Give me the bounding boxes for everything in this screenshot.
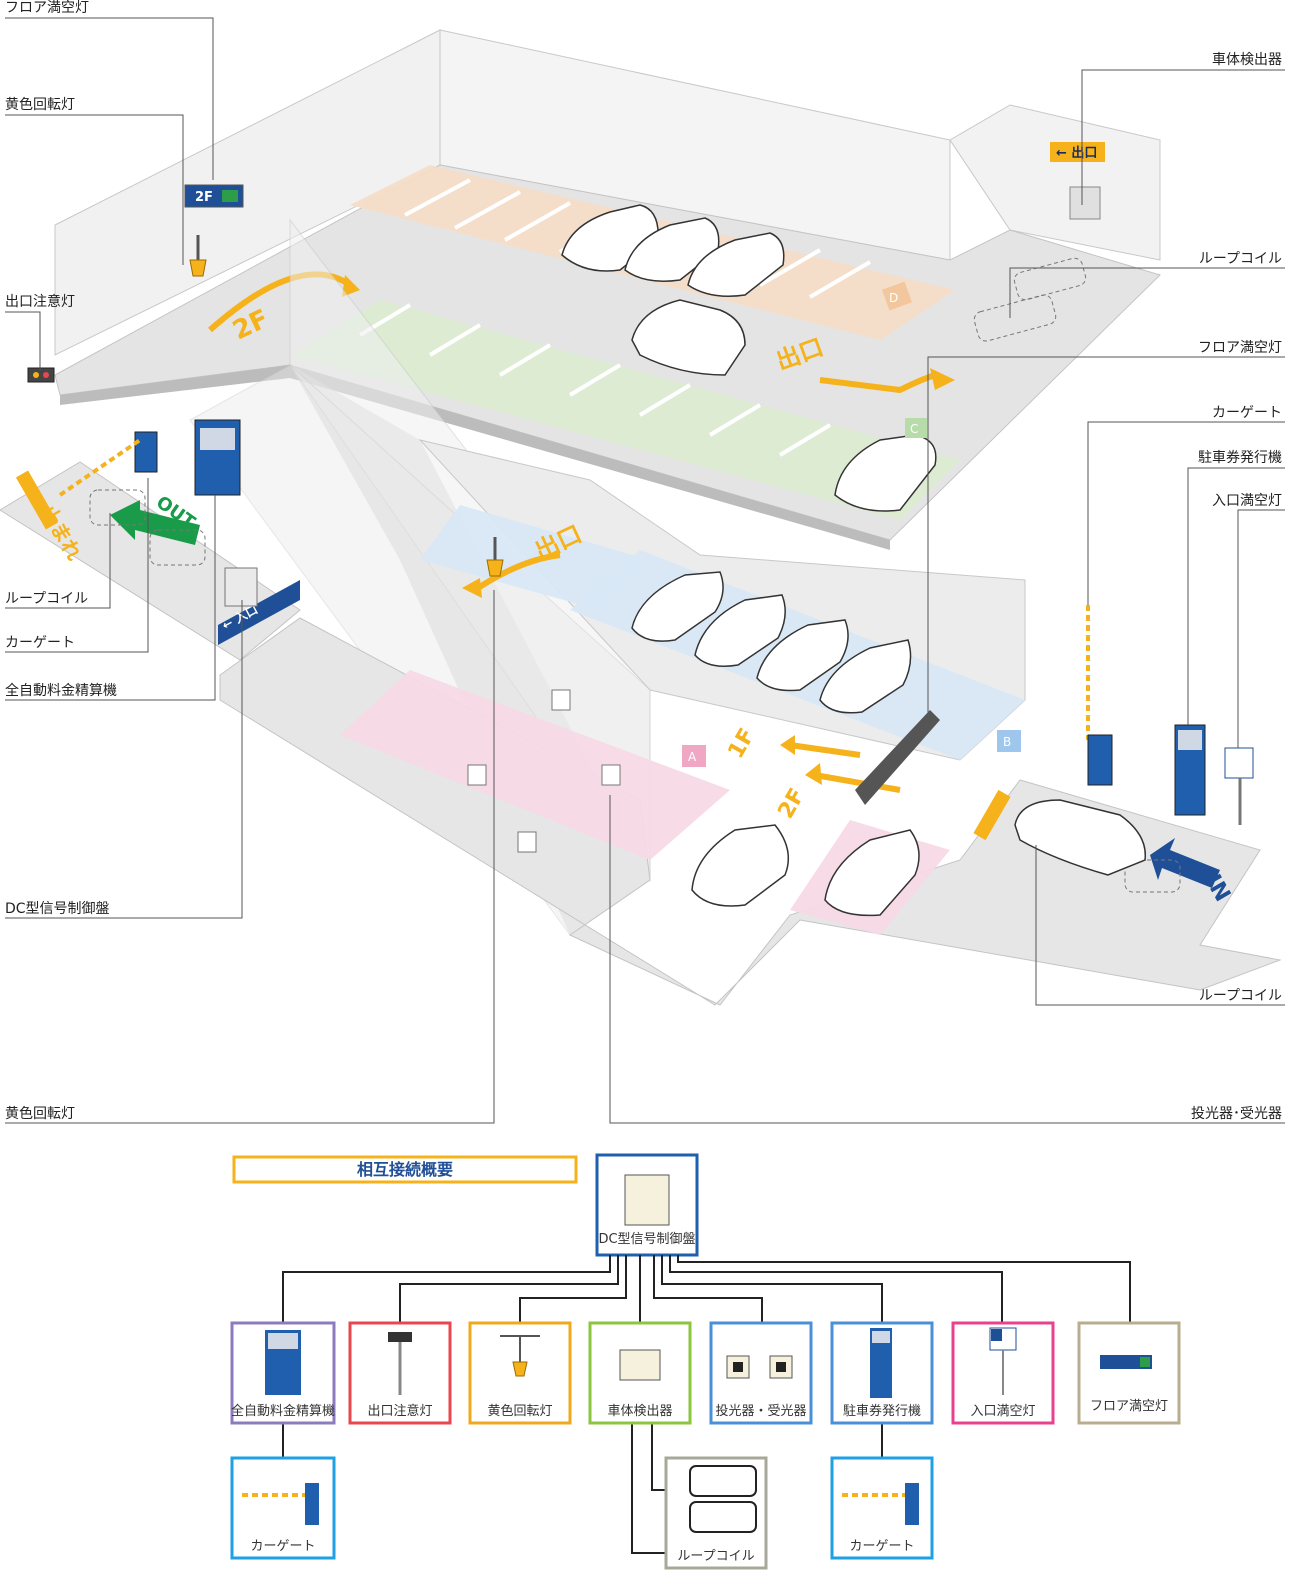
- device-label-6: 駐車券発行機: [843, 1403, 921, 1419]
- entrance-full-sign: [1224, 747, 1254, 779]
- loop-coil-label: ループコイル: [677, 1549, 754, 1564]
- cars-1f: [631, 571, 1147, 917]
- zone-b-tag: B: [1003, 735, 1011, 749]
- yellow-rotating-lamp-2f: [189, 259, 207, 277]
- dc-control-panel: [224, 567, 258, 607]
- zone-c-tag: C: [910, 422, 918, 436]
- entrance-car-gate: [1087, 734, 1113, 786]
- exit-car-gate: [134, 431, 158, 473]
- callout-left-4: ループコイル: [5, 591, 88, 607]
- callout-right-6: 入口満空灯: [1212, 493, 1282, 509]
- exit-sign: ← 出口: [1056, 145, 1097, 161]
- device-box-floor-sign: [1077, 1321, 1181, 1425]
- ramp-2f-marking: 2F: [774, 784, 811, 823]
- controller-icon: [624, 1174, 670, 1226]
- callout-right-4: カーゲート: [1212, 405, 1282, 421]
- yellow-rotating-lamp-1f: [486, 559, 504, 577]
- cars-2f: [561, 204, 937, 512]
- callout-labels-right: 車体検出器 ループコイル フロア満空灯 カーゲート 駐車券発行機 入口満空灯 ル…: [1191, 51, 1282, 1122]
- exit-caution-lamp: [27, 367, 55, 383]
- gate-right-label: カーゲート: [849, 1539, 914, 1554]
- callout-lines: [5, 17, 1285, 1124]
- callout-left-2: 黄色回転灯: [5, 96, 75, 113]
- callout-left-1: フロア満空灯: [5, 0, 89, 16]
- zone-d-tag: D: [889, 291, 898, 305]
- device-label-4: 車体検出器: [607, 1404, 672, 1419]
- overview-title-box: [232, 1155, 578, 1184]
- gate-left-label: カーゲート: [250, 1539, 315, 1554]
- callout-right-3: フロア満空灯: [1198, 340, 1282, 356]
- callout-left-5: カーゲート: [5, 635, 75, 651]
- vehicle-detector-unit: [1069, 186, 1101, 220]
- floor-sign-2f: 2F: [195, 190, 213, 205]
- loop-coil-box: [664, 1456, 768, 1570]
- callout-left-8: 黄色回転灯: [5, 1105, 75, 1122]
- photo-sensor-1: [551, 689, 571, 711]
- zone-a-tag: A: [688, 750, 697, 764]
- callout-right-5: 駐車券発行機: [1198, 449, 1282, 466]
- device-label-5: 投光器・受光器: [715, 1403, 806, 1419]
- photo-sensor-2: [601, 764, 621, 786]
- callout-left-7: DC型信号制御盤: [5, 901, 110, 917]
- device-label-7: 入口満空灯: [970, 1404, 1035, 1419]
- overview-title: 相互接続概要: [357, 1160, 453, 1179]
- callout-labels-left: フロア満空灯 黄色回転灯 出口注意灯 ループコイル カーゲート 全自動料金精算機…: [5, 0, 117, 1122]
- device-label-2: 出口注意灯: [367, 1403, 432, 1419]
- callout-left-6: 全自動料金精算機: [5, 682, 117, 699]
- callout-left-3: 出口注意灯: [5, 293, 75, 310]
- callout-right-1: 車体検出器: [1212, 51, 1282, 68]
- controller-label: DC型信号制御盤: [598, 1232, 695, 1247]
- device-label-1: 全自動料金精算機: [231, 1403, 335, 1419]
- device-label-3: 黄色回転灯: [487, 1403, 552, 1419]
- callout-right-2: ループコイル: [1199, 251, 1282, 267]
- callout-right-8: 投光器･受光器: [1191, 1106, 1282, 1122]
- photo-sensor-4: [517, 831, 537, 853]
- callout-right-7: ループコイル: [1199, 988, 1282, 1004]
- device-label-8: フロア満空灯: [1090, 1399, 1168, 1414]
- device-boxes: 全自動料金精算機 出口注意灯 黄色回転灯 車体検出器 投光器・受光器 駐車券発行…: [230, 1321, 1181, 1570]
- photo-sensor-3: [467, 764, 487, 786]
- overview-section: 相互接続概要 DC型信号制御盤 全自動料金精算機: [230, 1153, 1181, 1570]
- ramp-1f-marking: 1F: [724, 724, 761, 763]
